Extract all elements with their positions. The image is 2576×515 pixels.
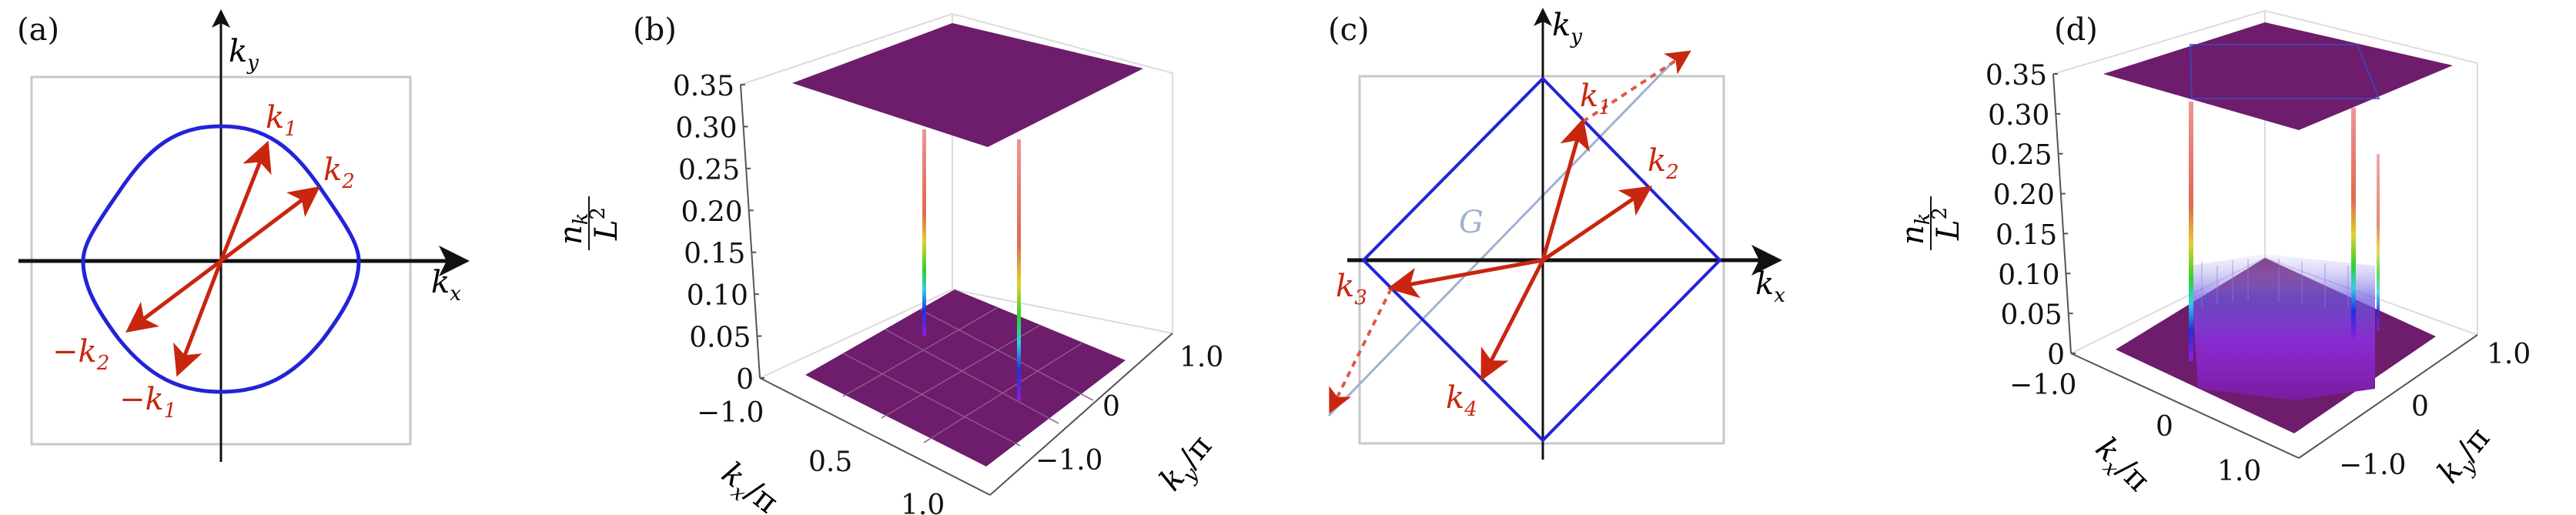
y-tick: 0 <box>1102 391 1120 423</box>
z-axis-label: nk L2 <box>1895 196 1966 250</box>
fermi-surface-wall <box>2190 254 2375 400</box>
z-tick-labels: 0.35 0.30 0.25 0.20 0.15 0.10 0.05 0 <box>673 71 764 396</box>
x-axis <box>2070 353 2300 459</box>
kx-axis-label: kx <box>1755 266 1785 307</box>
z-tick: 0.05 <box>2001 299 2062 331</box>
ky-over-pi-label: ky/π <box>2430 421 2501 493</box>
z-tick: 0 <box>736 364 754 396</box>
label-k1: k1 <box>266 100 297 141</box>
upper-plane-fermi-outline <box>2189 44 2380 99</box>
kx-over-pi-label: kx/π <box>712 456 785 515</box>
svg-text:nk: nk <box>554 212 593 245</box>
z-tick: 0.15 <box>1996 219 2057 251</box>
z-axis-label: nk L2 <box>554 196 624 250</box>
panel-d-label: (d) <box>2054 12 2098 48</box>
svg-text:nk: nk <box>1895 212 1935 245</box>
x-tick: 0.5 <box>808 446 852 478</box>
peak-spike-2 <box>1017 139 1021 401</box>
arrow-k3 <box>1387 258 1544 299</box>
half-filled-fermi-surface-diamond <box>1361 76 1722 443</box>
y-axis <box>2298 334 2478 459</box>
arrow-k1 <box>219 140 272 262</box>
momentum-arrows <box>125 140 320 377</box>
edge-spike-1 <box>2189 102 2193 361</box>
z-tick: 0.35 <box>1986 60 2047 92</box>
panel-c-label: (c) <box>1328 12 1370 48</box>
edge-spike-3 <box>2377 154 2380 331</box>
svg-text:L2: L2 <box>1929 207 1966 241</box>
panel-c: (c) ky kx G k1 k2 k3 k4 <box>1327 8 1785 460</box>
panel-b-label: (b) <box>633 12 677 48</box>
momentum-arrows <box>1387 118 1653 381</box>
peak-spike-1 <box>922 129 926 336</box>
arrow-k2 <box>1541 186 1653 263</box>
label-k3: k3 <box>1336 269 1367 309</box>
panel-b-axes <box>740 84 1173 496</box>
umklapp-dashed-arrows <box>1329 50 1691 414</box>
ky-over-pi-label: ky/π <box>1153 429 1223 501</box>
y-tick: −1.0 <box>1035 445 1102 477</box>
z-tick: 0.30 <box>1988 100 2049 132</box>
arrow-k1 <box>1541 118 1590 261</box>
y-tick: 0 <box>2411 391 2429 423</box>
z-tick: 0.25 <box>678 155 740 186</box>
z-tick: 0.30 <box>675 112 737 144</box>
wall-fringe <box>2201 259 2349 308</box>
label-minus-k2: −k2 <box>52 334 109 375</box>
panel-a-label: (a) <box>17 12 59 48</box>
label-k2: k2 <box>323 152 355 193</box>
lower-plane-grid <box>842 307 1094 446</box>
x-tick: 1.0 <box>901 490 945 515</box>
z-tick: 0.10 <box>1998 259 2059 291</box>
arrow-minus-k1 <box>173 260 223 377</box>
label-k4: k4 <box>1446 380 1477 421</box>
ky-axis-label: ky <box>1552 8 1582 48</box>
svg-text:L2: L2 <box>587 207 624 241</box>
label-minus-k1: −k1 <box>119 382 176 423</box>
label-k1: k1 <box>1580 79 1611 119</box>
label-k2: k2 <box>1648 143 1679 184</box>
arrow-k4 <box>1480 259 1545 381</box>
kx-over-pi-label: kx/π <box>2085 431 2156 503</box>
x-tick: 0 <box>2156 411 2173 443</box>
arrow-minus-k2 <box>125 259 222 333</box>
lower-plane <box>805 289 1126 467</box>
y-tick: −1.0 <box>2339 450 2406 481</box>
fermi-surface-curve <box>81 124 361 394</box>
z-tick: 0.20 <box>1993 180 2055 212</box>
z-axis <box>740 84 761 379</box>
kx-axis-label: kx <box>431 265 461 306</box>
G-label: G <box>1459 205 1484 240</box>
z-tick: 0 <box>2047 339 2065 371</box>
x-tick: −1.0 <box>2009 370 2076 401</box>
z-tick: 0.10 <box>687 280 748 312</box>
x-axis <box>759 377 991 496</box>
y-axis <box>989 333 1173 496</box>
y-tick: 1.0 <box>1179 342 1223 373</box>
arrow-k2 <box>219 186 320 263</box>
reciprocal-vector-G-line <box>1327 55 1680 417</box>
z-tick: 0.35 <box>673 71 734 102</box>
x-tick: 1.0 <box>2217 456 2261 487</box>
edge-spike-2 <box>2351 108 2356 339</box>
panel-d-axes <box>2052 73 2478 459</box>
upper-plane <box>2103 22 2453 130</box>
z-tick: 0.15 <box>684 239 745 270</box>
ky-axis-label: ky <box>229 34 259 75</box>
z-tick: 0.05 <box>689 323 751 354</box>
upper-plane <box>792 23 1143 147</box>
panel-d: (d) 0.35 0.30 0.25 0.20 0.15 0.10 0.05 0 −1.0 0… <box>1895 9 2531 503</box>
y-tick: 1.0 <box>2487 339 2531 370</box>
x-tick: −1.0 <box>697 397 764 429</box>
z-axis <box>2052 73 2072 354</box>
z-tick: 0.20 <box>681 196 743 228</box>
panel-b: (b) 0.35 0.30 0.25 0.20 0.15 0.10 0.05 0 −1.0 0… <box>554 12 1223 515</box>
z-tick-labels: 0.35 0.30 0.25 0.20 0.15 0.10 0.05 0 <box>1986 60 2076 371</box>
z-tick: 0.25 <box>1990 140 2052 172</box>
panel-a: (a) ky kx k1 k2 −k2 −k1 <box>17 9 470 462</box>
